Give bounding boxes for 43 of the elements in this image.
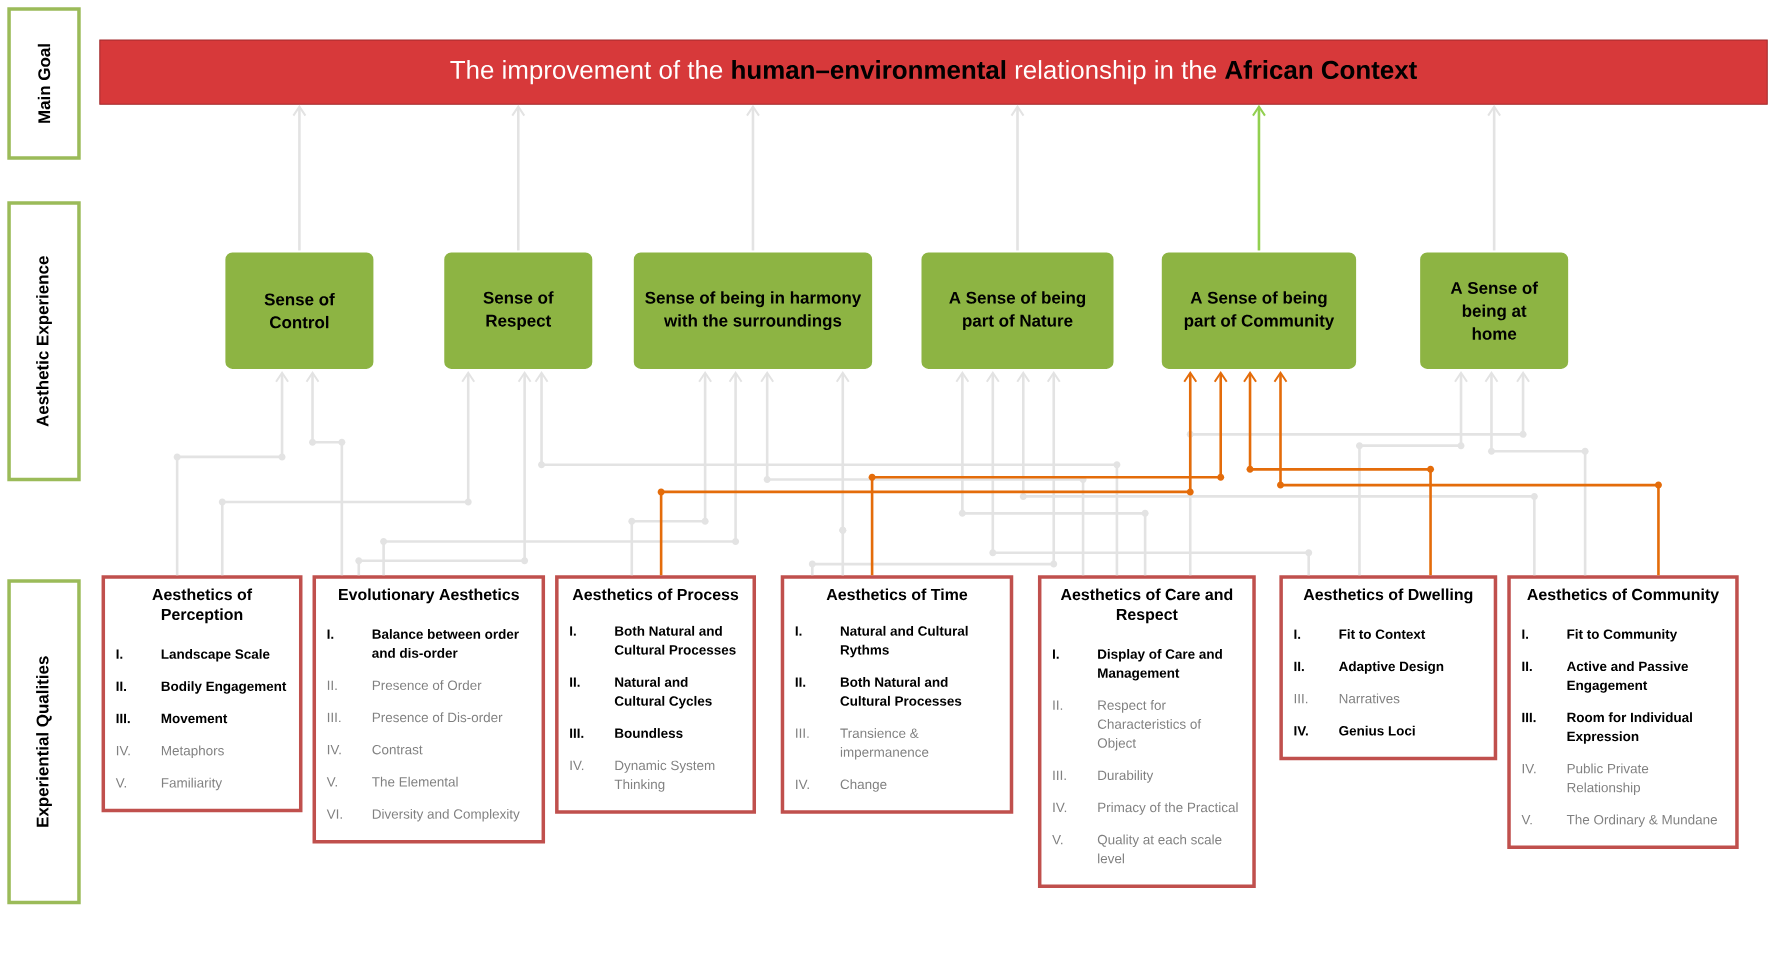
connector-arrow: [1487, 104, 1502, 251]
connector-arrow: [1251, 104, 1266, 251]
connector-arrow: [808, 370, 1061, 576]
experience-box: A Sense of being part of Nature: [919, 250, 1116, 371]
connector-arrow: [1186, 370, 1531, 576]
connector-arrow: [305, 370, 346, 576]
connector-arrow: [1356, 370, 1468, 576]
connector-arrow: [355, 370, 532, 576]
experience-box: Sense of Control: [223, 250, 376, 371]
section-label: Aesthetic Experience: [7, 201, 81, 481]
connector-arrow: [173, 370, 290, 576]
connector-arrow: [511, 104, 526, 251]
connector-arrow: [1010, 104, 1025, 251]
section-label: Main Goal: [7, 7, 81, 160]
goal-banner: The improvement of the human–environmental relationship in the African Context: [99, 39, 1768, 105]
connector-arrow: [835, 370, 850, 576]
connector-arrow: [292, 104, 307, 251]
experience-box: A Sense of being at home: [1418, 250, 1571, 371]
connector-arrow: [1273, 370, 1662, 576]
connector-arrow: [745, 104, 760, 251]
connector-arrow: [628, 370, 713, 576]
connector-arrow: [218, 370, 476, 576]
section-label: Experiential Qualities: [7, 579, 81, 905]
experience-box: A Sense of being part of Community: [1159, 250, 1359, 371]
quality-box: Aesthetics of Perception I. Landscape Scale II. Bodily Engagement III. Movement IV. Metaphors V. Familiarity: [101, 575, 303, 812]
connector-arrow: [534, 370, 1121, 576]
connector-arrow: [1484, 370, 1589, 576]
connector-arrow: [955, 370, 1149, 576]
quality-box: Aesthetics of Dwelling I. Fit to Context II. Adaptive Design III. Narratives IV. Genius Loci: [1279, 575, 1498, 760]
quality-box: Aesthetics of Time I. Natural and Cultural Rythms II. Both Natural and Cultural Processes III. Transience & impermanence IV. Change: [780, 575, 1014, 814]
connector-arrow: [760, 370, 1087, 576]
connector-arrow: [657, 370, 1198, 576]
quality-box: Aesthetics of Process I. Both Natural and Cultural Processes II. Natural and Cultural Cycles III. Boundless IV. Dynamic System Thinking: [555, 575, 756, 814]
quality-box: Aesthetics of Community I. Fit to Community II. Active and Passive Engagement III. Room for Individual Expression IV. Public Private Relationship V. The Ordinary & Mundane: [1507, 575, 1739, 849]
experience-box: Sense of Respect: [442, 250, 595, 371]
connector-arrow: [1016, 370, 1538, 576]
quality-box: Evolutionary Aesthetics I. Balance between order and dis-order II. Presence of Order III. Presence of Dis-order IV. Contrast V. The Elemental VI. Diversity and Complexity: [312, 575, 546, 844]
experience-box: Sense of being in harmony with the surroundings: [631, 250, 875, 371]
connector-arrow: [868, 370, 1228, 576]
connector-arrow: [380, 370, 743, 576]
connector-arrow: [985, 370, 1313, 576]
quality-box: Aesthetics of Care and Respect I. Display of Care and Management II. Respect for Characteristics of Object III. Durability IV. Primacy of the Practical V. Quality at each scale level: [1037, 575, 1256, 888]
connector-arrow: [1243, 370, 1435, 576]
